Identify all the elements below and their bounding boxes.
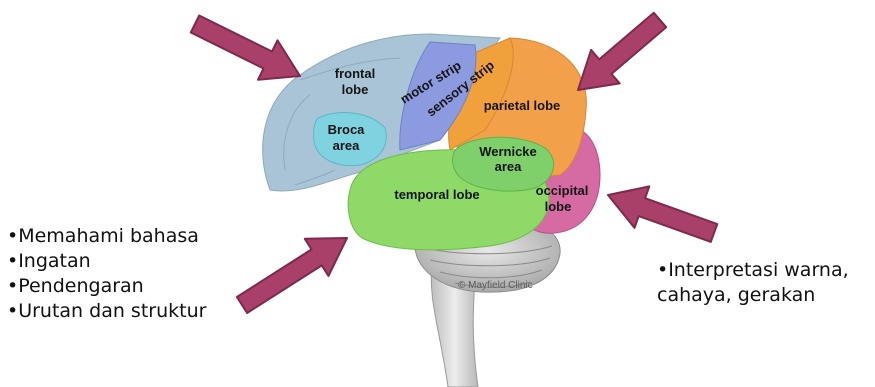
arrow-parietal-icon [578, 13, 666, 90]
temporal-label: temporal lobe [394, 187, 479, 202]
arrow-frontal-icon [191, 16, 300, 80]
occipital-label-2: lobe [545, 199, 572, 214]
right-function-note: •Interpretasi warna, cahaya, gerakan [657, 258, 872, 308]
left-function-list: •Memahami bahasa •Ingatan •Pendengaran •… [7, 224, 206, 324]
right-function-line-2: cahaya, gerakan [657, 283, 872, 308]
arrow-occipital-icon [608, 186, 717, 242]
parietal-label: parietal lobe [484, 98, 561, 113]
wernicke-label-1: Wernicke [479, 144, 537, 159]
left-function-item: •Ingatan [7, 249, 206, 274]
broca-label-1: Broca [328, 122, 366, 137]
occipital-label-1: occipital [536, 183, 589, 198]
frontal-label-1: frontal [335, 66, 375, 81]
wernicke-label-2: area [495, 159, 523, 174]
left-function-item: •Pendengaran [7, 274, 206, 299]
frontal-label-2: lobe [342, 82, 369, 97]
broca-label-2: area [333, 138, 361, 153]
left-function-item: •Urutan dan struktur [7, 299, 206, 324]
arrow-temporal-icon [237, 238, 347, 313]
left-function-item: •Memahami bahasa [7, 224, 206, 249]
copyright-watermark: © Mayfield Clinic [458, 280, 533, 291]
right-function-line-1: •Interpretasi warna, [657, 258, 872, 283]
